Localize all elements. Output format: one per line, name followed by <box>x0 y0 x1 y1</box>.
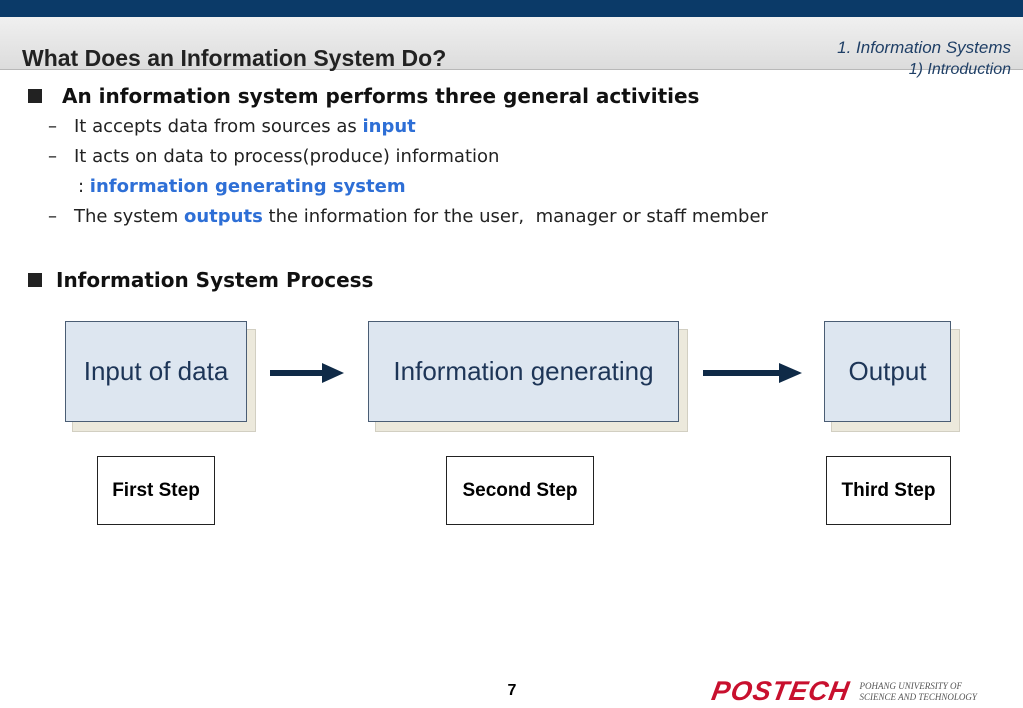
page-number: 7 <box>507 682 517 699</box>
sub-item-text: It acts on data to process(produce) info… <box>74 146 500 167</box>
section-line-1: 1. Information Systems <box>837 38 1011 57</box>
process-box-input: Input of data <box>65 321 247 422</box>
square-bullet-icon <box>28 273 42 287</box>
bullet-heading-activities: An information system performs three gen… <box>28 84 699 108</box>
sub-item-output: –The system outputs the information for … <box>48 206 768 227</box>
step-label-first: First Step <box>97 456 215 525</box>
logo-subtitle-line-1: POHANG UNIVERSITY OF <box>859 680 963 691</box>
top-accent-bar <box>0 0 1023 17</box>
colon-prefix: : <box>78 176 90 197</box>
step-label-second: Second Step <box>446 456 594 525</box>
logo-wordmark: POSTECH <box>709 676 853 706</box>
square-bullet-icon <box>28 89 42 103</box>
section-line-2: 1) Introduction <box>908 61 1011 78</box>
section-label: 1. Information Systems 1) Introduction <box>837 37 1011 81</box>
title-bar: What Does an Information System Do? 1. I… <box>0 17 1023 78</box>
sub-item-process-continuation: : information generating system <box>78 176 406 197</box>
highlight-input: input <box>362 116 416 137</box>
bullet-heading-process: Information System Process <box>28 268 373 292</box>
dash-icon: – <box>48 206 57 227</box>
bullet-heading-text: Information System Process <box>56 268 374 292</box>
sub-item-text: It accepts data from sources as <box>74 116 363 137</box>
postech-logo: POSTECH POHANG UNIVERSITY OF SCIENCE AND… <box>709 676 977 707</box>
sub-item-process: –It acts on data to process(produce) inf… <box>48 146 499 167</box>
highlight-outputs: outputs <box>184 206 263 227</box>
step-label-third: Third Step <box>826 456 951 525</box>
highlight-information-generating-system: information generating system <box>89 176 406 197</box>
page-title: What Does an Information System Do? <box>22 45 447 71</box>
bullet-heading-text: An information system performs three gen… <box>62 84 700 108</box>
process-box-output: Output <box>824 321 951 422</box>
process-box-information-generating: Information generating <box>368 321 679 422</box>
logo-subtitle-line-2: SCIENCE AND TECHNOLOGY <box>859 691 977 702</box>
sub-item-text: The system <box>74 206 184 227</box>
arrow-right-icon <box>703 363 802 383</box>
dash-icon: – <box>48 146 57 167</box>
dash-icon: – <box>48 116 57 137</box>
sub-item-text-suffix: the information for the user, manager or… <box>262 206 768 227</box>
sub-item-input: –It accepts data from sources as input <box>48 116 416 137</box>
logo-subtitle: POHANG UNIVERSITY OF SCIENCE AND TECHNOL… <box>860 681 977 703</box>
arrow-right-icon <box>270 363 344 383</box>
